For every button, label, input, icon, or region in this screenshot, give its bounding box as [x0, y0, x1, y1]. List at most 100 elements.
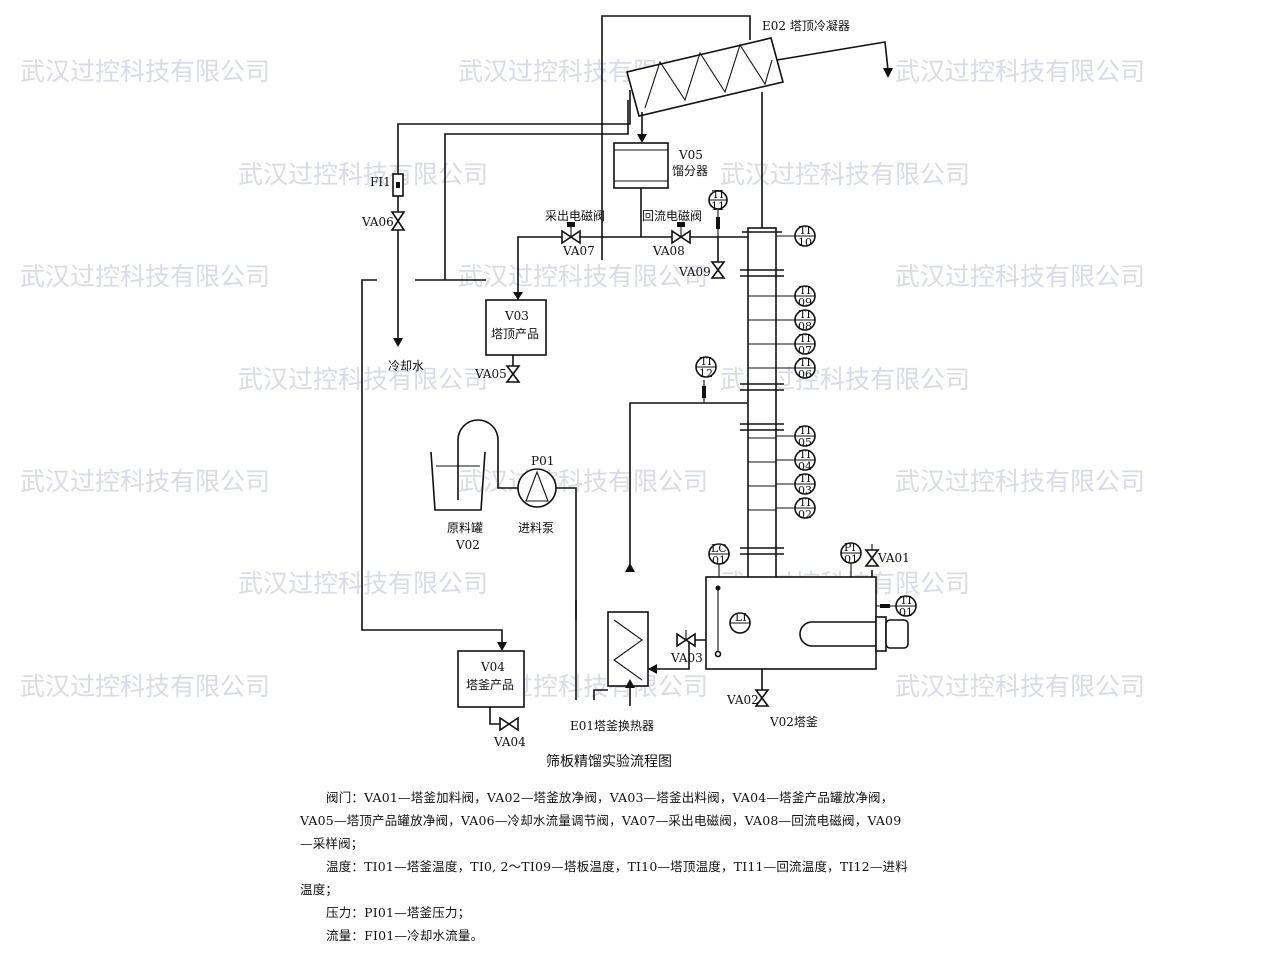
ti04-number: 04 [798, 460, 812, 473]
ti12-number: 12 [699, 367, 713, 380]
ti04-tag: TI [799, 448, 811, 461]
flow-arrow-icon [393, 338, 403, 347]
va09-label: VA09 [678, 265, 711, 279]
va07-valve-icon[interactable] [569, 229, 581, 245]
v05-code: V05 [678, 148, 703, 162]
flow-arrow-icon [513, 292, 523, 300]
fi1-label: FI1 [370, 175, 391, 189]
li-tag: LI [735, 611, 747, 624]
ti10-tag: TI [799, 224, 811, 237]
cooling-water-return-line [444, 100, 629, 280]
sieve-plate-column [740, 227, 784, 579]
watermark: 武汉过控科技有限公司 [895, 672, 1145, 701]
thermometer-icon [702, 386, 706, 398]
heater-element [799, 621, 876, 647]
lc01-number: 01 [712, 554, 726, 567]
vent-arrow-icon [883, 68, 893, 78]
watermark: 武汉过控科技有限公司 [458, 467, 708, 496]
ti01-tag: TI [900, 594, 912, 607]
flow-arrow-icon [625, 679, 635, 688]
ti07-tag: TI [799, 332, 811, 345]
ti11-tag: TI [712, 188, 724, 201]
thermometer-icon [716, 217, 720, 229]
ti08-tag: TI [799, 308, 811, 321]
va01-label: VA01 [877, 551, 910, 565]
va05-valve-icon[interactable] [505, 365, 521, 376]
legend-flow: 流量：FI01—冷却水流量。 [326, 928, 484, 943]
exchanger-body [607, 611, 649, 687]
legend-temperature: 温度：TI01—塔釜温度，TI0, 2～TI09—塔板温度，TI10—塔顶温度，… [326, 859, 908, 874]
va03-valve-icon[interactable] [676, 632, 688, 648]
va09-valve-icon[interactable] [710, 268, 726, 279]
va08-label: VA08 [652, 244, 685, 258]
feed-tank-code: V02 [455, 538, 480, 552]
va07-valve-icon[interactable] [561, 229, 573, 245]
va04-label: VA04 [493, 735, 526, 749]
column-shell [747, 227, 777, 579]
ti11-number: 11 [711, 200, 725, 213]
column-temperature-indicators: TI 10 TI 09 TI 08 TI 07 TI 06 TI 05 TI 0… [776, 224, 816, 521]
va04-valve-icon[interactable] [499, 716, 511, 732]
ti02-tag: TI [799, 496, 811, 509]
reboiler-outlet-line [648, 639, 706, 670]
watermark: 武汉过控科技有限公司 [720, 160, 970, 189]
legend-temperature-end: 温度； [300, 882, 339, 897]
feed-tank-body [430, 451, 486, 511]
v05-name: 馏分器 [672, 164, 708, 178]
feed-tank: 原料罐 V02 [430, 419, 518, 552]
legend-valves: 阀门：VA01—塔釜加料阀，VA02—塔釜放净阀，VA03—塔釜出料阀，VA04… [326, 790, 894, 805]
p01-label: P01 [531, 454, 554, 468]
ti09-tag: TI [799, 284, 811, 297]
exchanger-coil [613, 619, 643, 681]
heater-terminal-box [885, 619, 909, 649]
ti10-number: 10 [798, 236, 812, 249]
va04-valve-icon[interactable] [507, 716, 519, 732]
va01-valve-icon[interactable] [864, 556, 880, 567]
va06-label: VA06 [361, 215, 394, 229]
v03-name: 塔顶产品 [491, 327, 539, 341]
pump-discharge-line [556, 487, 577, 620]
cooling-water-label: 冷却水 [388, 359, 424, 373]
ti01-number: 01 [899, 606, 913, 619]
level-gauge-tap [715, 585, 721, 591]
ti05-tag: TI [799, 424, 811, 437]
va02-label: VA02 [726, 693, 759, 707]
ti05-number: 05 [798, 436, 812, 449]
va02-valve-icon[interactable] [754, 689, 770, 700]
feed-line [629, 402, 748, 572]
pump-name: 进料泵 [518, 521, 554, 535]
ti12-tag: TI [700, 355, 712, 368]
condenser-coil [644, 43, 773, 109]
ti06-number: 06 [798, 368, 812, 381]
e01-label: E01塔釜换热器 [570, 718, 654, 733]
watermark: 武汉过控科技有限公司 [20, 262, 270, 291]
pipe [489, 707, 500, 725]
pump-triangle-icon [525, 470, 549, 502]
va02-valve-icon[interactable] [754, 696, 770, 707]
tank-v04-body [457, 650, 525, 708]
va05-valve-icon[interactable] [505, 372, 521, 383]
flow-arrow-icon [637, 134, 647, 143]
watermark: 武汉过控科技有限公司 [458, 262, 708, 291]
tank-v03-body [485, 299, 547, 356]
process-flow-diagram: 武汉过控科技有限公司 武汉过控科技有限公司 武汉过控科技有限公司 武汉过控科技有… [20, 15, 1145, 770]
v03-code: V03 [504, 309, 529, 323]
condenser-e02: E02 塔顶冷凝器 [626, 18, 850, 117]
watermark: 武汉过控科技有限公司 [238, 569, 488, 598]
va09-valve-icon[interactable] [710, 261, 726, 272]
va08-valve-icon[interactable] [679, 229, 691, 245]
cooling-water-line-fi [397, 90, 631, 174]
va07-label: VA07 [562, 244, 595, 258]
va05-label: VA05 [474, 367, 507, 381]
flow-arrow-icon [497, 642, 507, 651]
bottom-product-line [361, 279, 503, 644]
level-gauge-tap [714, 650, 722, 658]
legend-valves-cont: VA05—塔顶产品罐放净阀，VA06—冷却水流量调节阀，VA07—采出电磁阀，V… [300, 813, 902, 828]
vent-line [776, 41, 889, 71]
va06-valve-icon[interactable] [390, 211, 406, 223]
va08-valve-icon[interactable] [671, 229, 683, 245]
va06-valve-icon[interactable] [390, 219, 406, 231]
va03-valve-icon[interactable] [684, 632, 696, 648]
watermark: 武汉过控科技有限公司 [238, 160, 488, 189]
distributor-v05: V05 馏分器 [613, 142, 708, 189]
